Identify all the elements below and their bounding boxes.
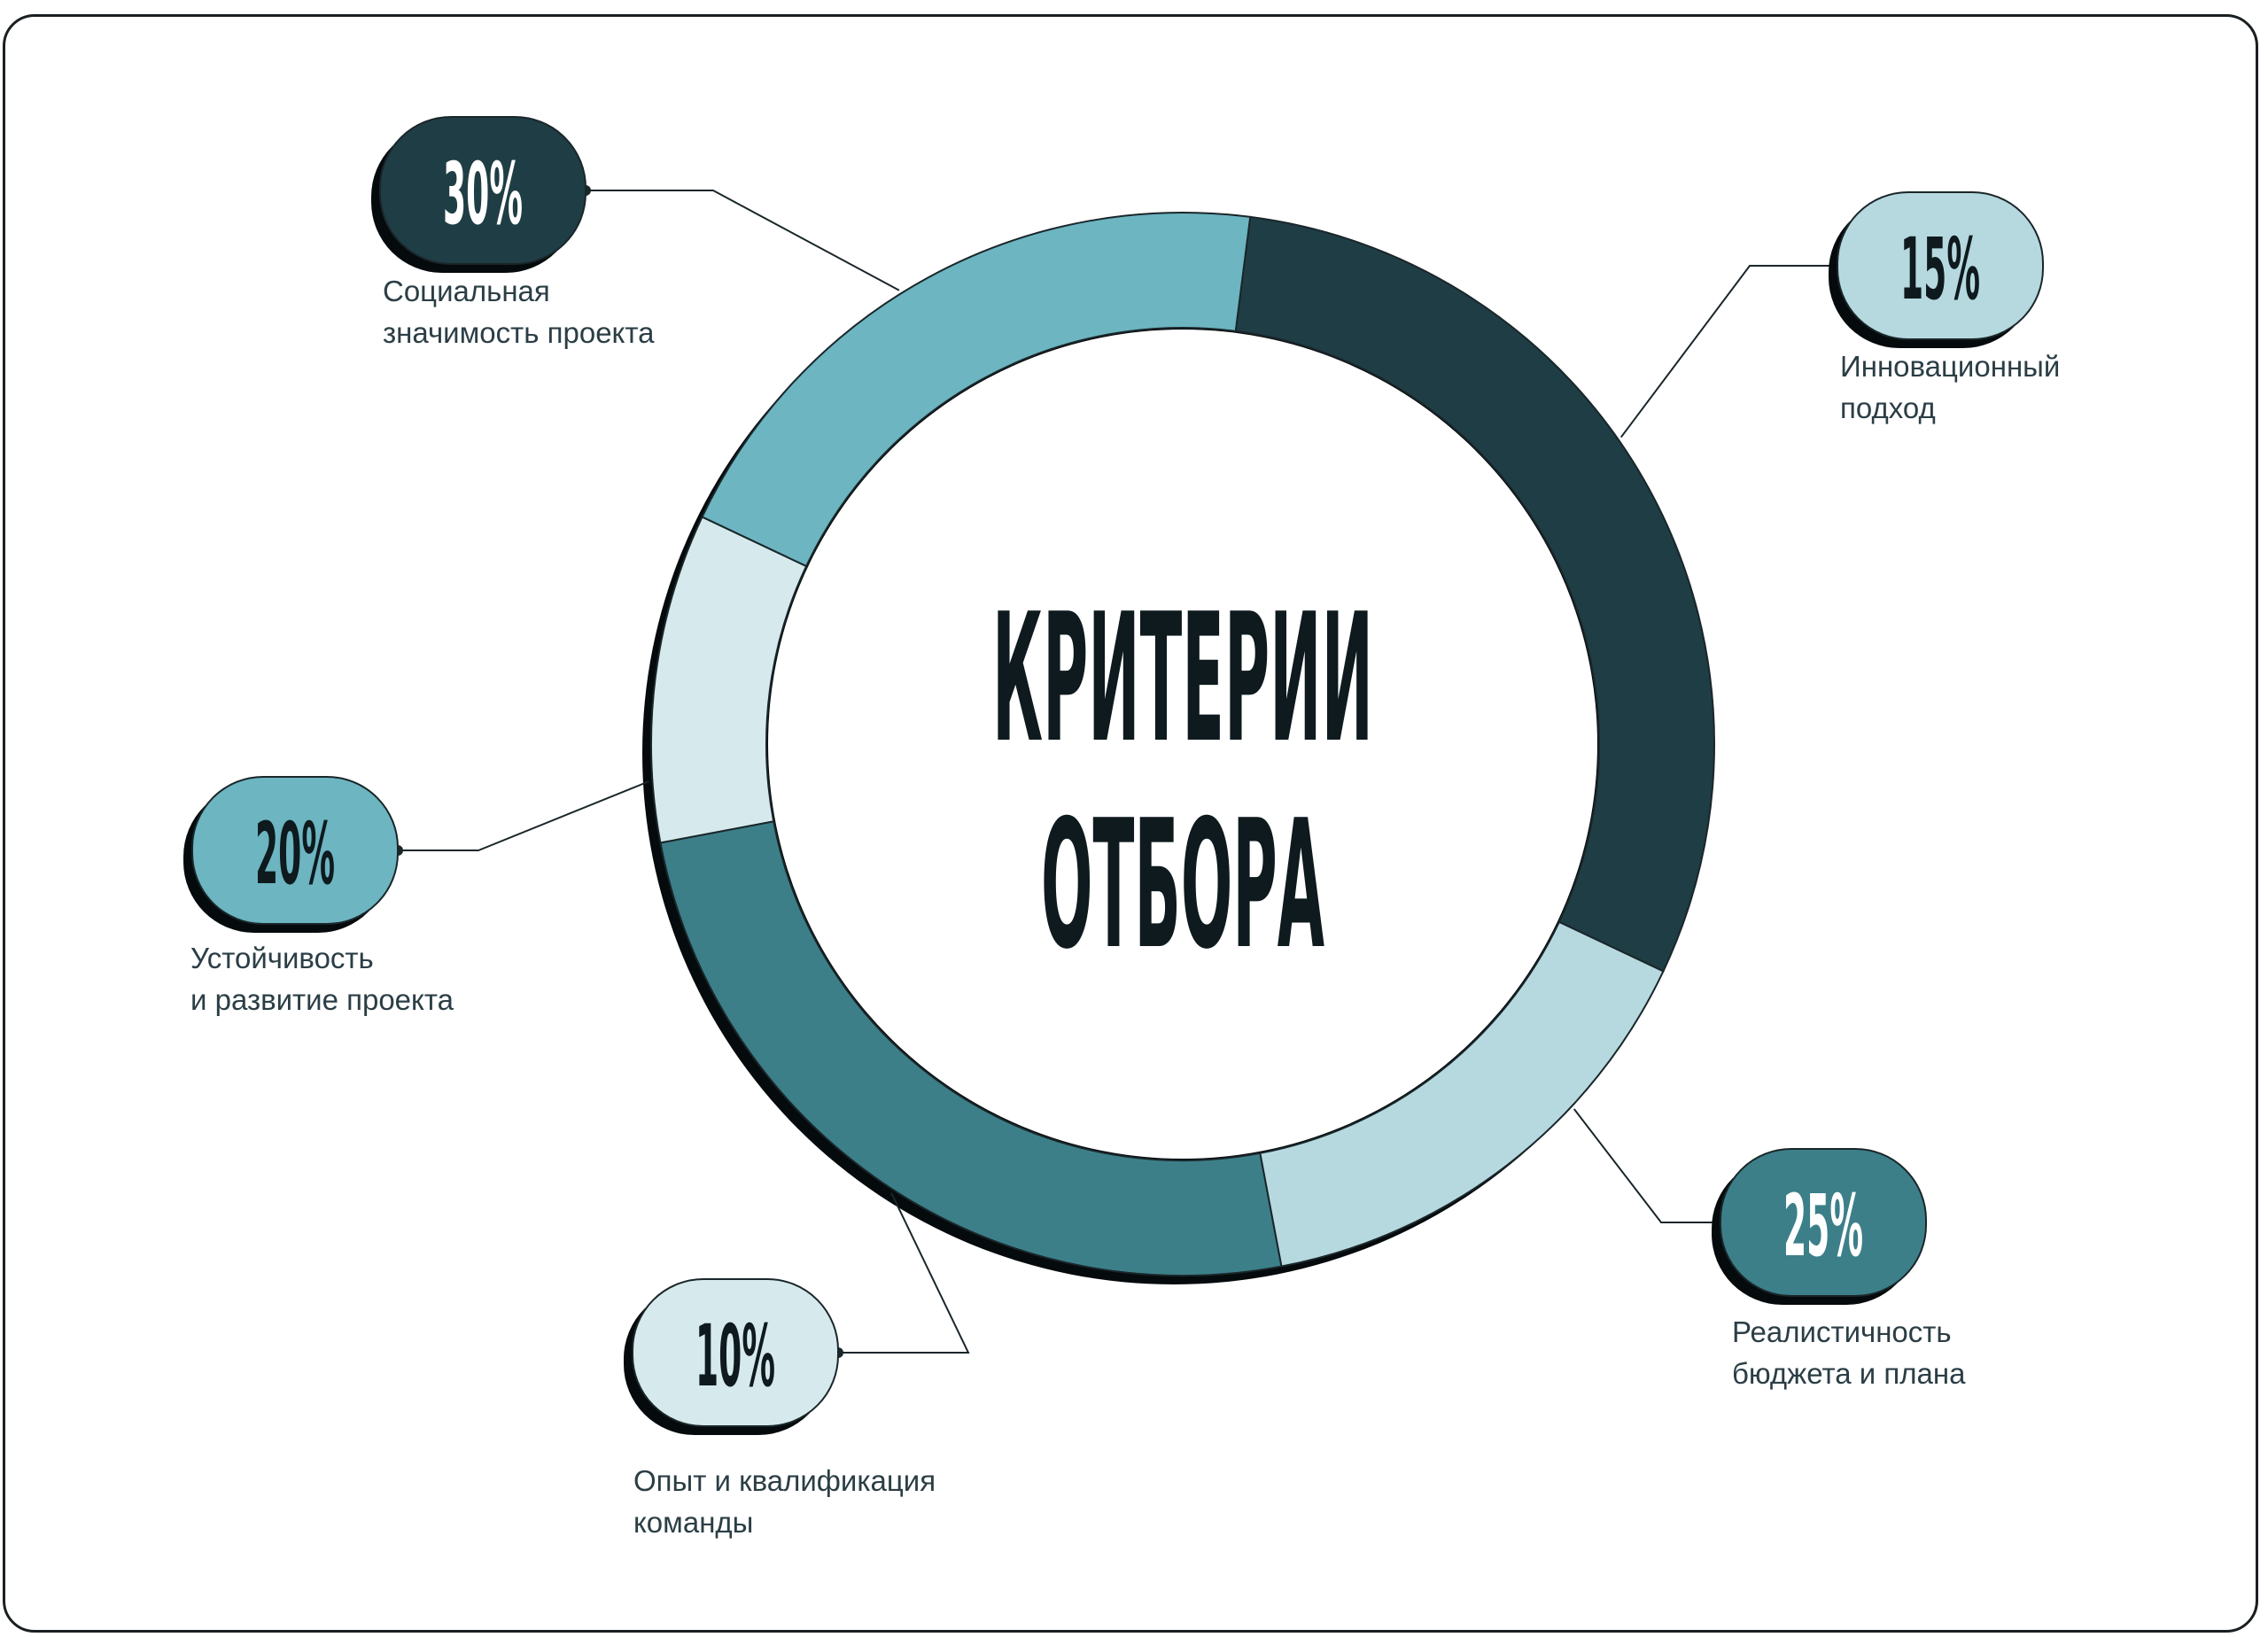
- percent-badge: [379, 116, 586, 265]
- callout-5: 20% Устойчивость и развитие проекта: [183, 776, 649, 1016]
- percent-label: 20%: [255, 804, 335, 904]
- donut-hole: [768, 330, 1597, 1159]
- category-label-line: значимость проекта: [383, 316, 655, 349]
- callout-1: 30% Социальная значимость проекта: [371, 116, 900, 349]
- category-label-line: Опыт и квалификация: [633, 1464, 936, 1497]
- percent-badge: [1720, 1148, 1927, 1297]
- category-label-line: Реалистичность: [1732, 1315, 1952, 1348]
- percent-badge: [632, 1278, 839, 1427]
- category-label-line: Устойчивость: [190, 942, 374, 974]
- percent-badge: [191, 776, 399, 925]
- leader-line: [1573, 1108, 1720, 1223]
- category-label-line: бюджета и плана: [1732, 1357, 1966, 1390]
- percent-label: 15%: [1900, 220, 1980, 319]
- category-label-line: команды: [633, 1506, 753, 1539]
- leader-line: [398, 780, 649, 851]
- category-label-line: подход: [1840, 392, 1936, 424]
- category-label-line: Инновационный: [1840, 350, 2060, 383]
- donut-slice-3: [659, 820, 1283, 1276]
- callout-4: 10% Опыт и квалификация команды: [624, 1192, 970, 1539]
- chart-title-line-1: КРИТЕРИИ: [992, 576, 1373, 782]
- donut-slice-1: [1234, 215, 1715, 973]
- chart-title-line-2: ОТБОРА: [1041, 782, 1324, 989]
- leader-line: [586, 190, 900, 291]
- callout-3: 25% Реалистичность бюджета и плана: [1573, 1108, 1966, 1390]
- category-label-line: и развитие проекта: [190, 983, 454, 1016]
- callout-2: 15% Инновационный подход: [1619, 191, 2060, 438]
- leader-line: [1619, 265, 1837, 438]
- percent-label: 25%: [1783, 1176, 1863, 1276]
- donut-slice-5: [701, 212, 1252, 568]
- category-label-line: Социальная: [383, 275, 550, 307]
- percent-label: 10%: [695, 1307, 775, 1406]
- leader-line: [838, 1192, 970, 1354]
- percent-label: 30%: [443, 144, 523, 244]
- percent-badge: [1837, 191, 2044, 340]
